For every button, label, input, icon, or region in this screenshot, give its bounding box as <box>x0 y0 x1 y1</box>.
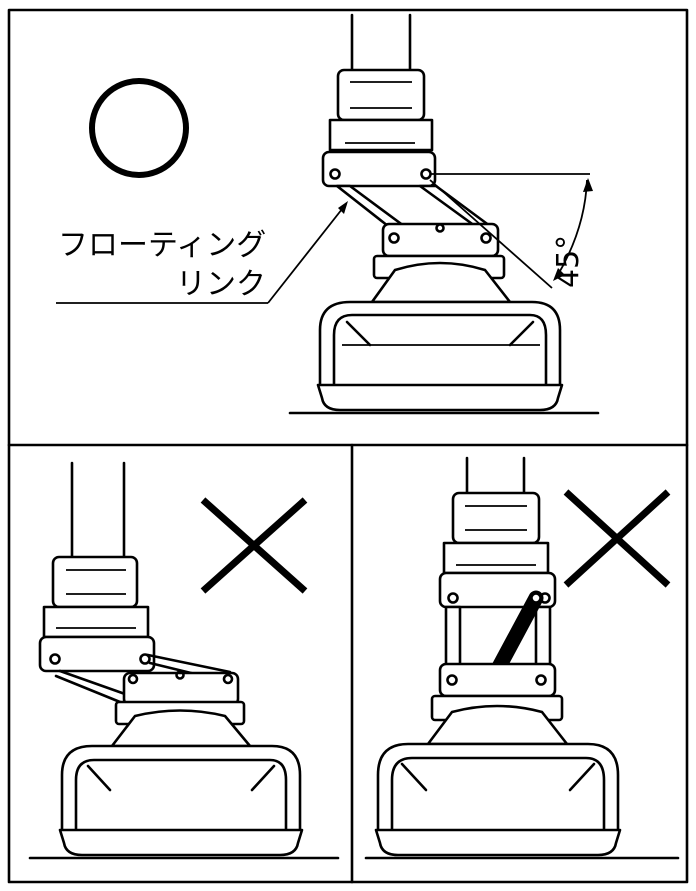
boom-bracket <box>328 68 434 152</box>
boom-arm <box>465 456 526 497</box>
incorrect-x-icon <box>200 497 308 594</box>
angle-label: 45° <box>551 235 586 288</box>
top-panel: 45° フローティング リンク <box>56 13 600 415</box>
boom-bracket <box>442 491 550 575</box>
upper-plate <box>321 150 437 188</box>
panel-frame <box>7 8 689 884</box>
grapple-body <box>374 704 622 857</box>
floating-link-label-line2: リンク <box>176 267 266 302</box>
boom-arm <box>350 13 412 74</box>
angle-annotation: 45° <box>429 173 593 289</box>
upper-plate <box>438 571 557 609</box>
floating-link-label-line1: フローティング <box>58 228 266 263</box>
floating-link <box>335 184 492 228</box>
bottom-right-panel <box>364 456 680 860</box>
boom-bracket <box>42 555 150 639</box>
bottom-left-panel <box>28 461 340 860</box>
leader-line <box>56 201 348 304</box>
grapple-body <box>58 709 304 857</box>
upper-plate <box>38 635 156 673</box>
correct-circle-icon <box>89 78 189 178</box>
boom-arm <box>70 461 126 562</box>
grapple-body <box>316 261 564 412</box>
incorrect-x-icon <box>563 489 671 588</box>
